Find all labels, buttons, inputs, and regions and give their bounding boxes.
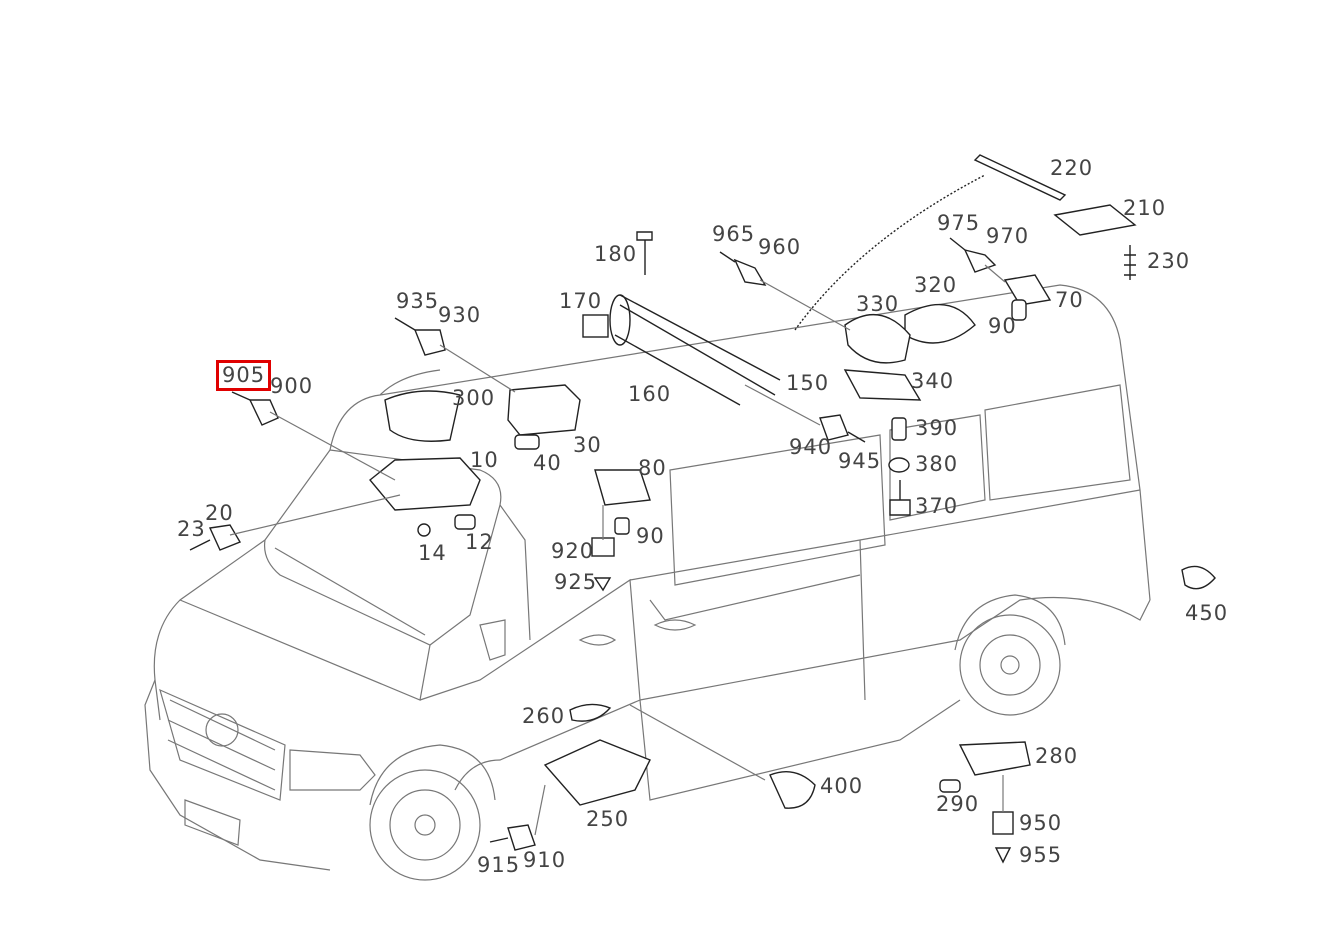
callout-450: 450 [1185, 601, 1229, 625]
callout-260: 260 [522, 704, 566, 728]
callout-280: 280 [1035, 744, 1079, 768]
callout-150: 150 [786, 371, 830, 395]
callout-180: 180 [594, 242, 638, 266]
callout-160: 160 [628, 382, 672, 406]
callout-10: 10 [470, 448, 499, 472]
callout-290: 290 [936, 792, 980, 816]
callout-945: 945 [838, 449, 882, 473]
callout-905-highlighted: 905 [215, 360, 272, 391]
callout-960: 960 [758, 235, 802, 259]
callout-230: 230 [1147, 249, 1191, 273]
callout-20: 20 [205, 501, 234, 525]
callout-320: 320 [914, 273, 958, 297]
callout-950: 950 [1019, 811, 1063, 835]
callout-380: 380 [915, 452, 959, 476]
callout-910: 910 [523, 848, 567, 872]
callout-170: 170 [559, 289, 603, 313]
callout-400: 400 [820, 774, 864, 798]
callout-90-mid: 90 [636, 524, 665, 548]
callout-900: 900 [270, 374, 314, 398]
callout-23: 23 [177, 517, 206, 541]
callout-40: 40 [533, 451, 562, 475]
callout-70: 70 [1055, 288, 1084, 312]
callout-390: 390 [915, 416, 959, 440]
callout-955: 955 [1019, 843, 1063, 867]
callout-935: 935 [396, 289, 440, 313]
van-outline [144, 284, 1151, 881]
callout-220: 220 [1050, 156, 1094, 180]
callout-80: 80 [638, 456, 667, 480]
callout-925: 925 [554, 570, 598, 594]
callout-250: 250 [586, 807, 630, 831]
callout-300: 300 [452, 386, 496, 410]
callout-940: 940 [789, 435, 833, 459]
callout-330: 330 [856, 292, 900, 316]
callout-920: 920 [551, 539, 595, 563]
callout-340: 340 [911, 369, 955, 393]
callout-965: 965 [712, 222, 756, 246]
leader-lines [229, 264, 1006, 836]
callout-30: 30 [573, 433, 602, 457]
callout-970: 970 [986, 224, 1030, 248]
parts [189, 154, 1216, 864]
callout-210: 210 [1123, 196, 1167, 220]
callout-930: 930 [438, 303, 482, 327]
callout-370: 370 [915, 494, 959, 518]
callout-14: 14 [418, 541, 447, 565]
roof-rails [609, 174, 986, 406]
callout-915: 915 [477, 853, 521, 877]
callout-12: 12 [465, 530, 494, 554]
callout-90-top: 90 [988, 314, 1017, 338]
callout-975: 975 [937, 211, 981, 235]
